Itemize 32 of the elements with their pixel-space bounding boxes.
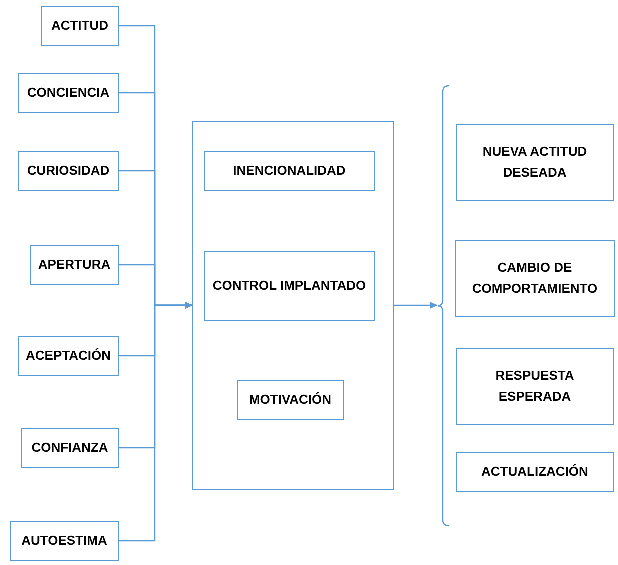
- concept-box: [10, 521, 119, 561]
- box-label: ACTITUD: [50, 16, 110, 35]
- concept-box: [41, 6, 119, 46]
- concept-box: [30, 245, 119, 285]
- box-label: RESPUESTA ESPERADA: [494, 367, 576, 406]
- box-label: APERTURA: [37, 256, 112, 274]
- box-label: CONTROL IMPLANTADO: [212, 276, 368, 295]
- frame-box: [192, 121, 394, 490]
- box-label: NUEVA ACTITUD DESEADA: [482, 143, 588, 182]
- box-label: ACTUALIZACIÓN: [480, 462, 590, 481]
- connector-arrow: [119, 302, 193, 542]
- concept-box: [456, 348, 614, 425]
- concept-box: [455, 240, 615, 317]
- concept-box: [204, 251, 375, 321]
- concept-box: [18, 151, 119, 191]
- concept-box: [21, 428, 119, 468]
- concept-box: [456, 124, 614, 201]
- box-label: CONCIENCIA: [26, 84, 111, 102]
- concept-box: [237, 380, 344, 420]
- concept-box: [18, 73, 119, 113]
- connector-arrow: [394, 302, 438, 309]
- box-label: CONFIANZA: [30, 438, 110, 457]
- concept-box: [204, 151, 375, 191]
- box-label: CURIOSIDAD: [26, 162, 111, 180]
- box-label: AUTOESTIMA: [20, 532, 108, 550]
- box-label: INENCIONALIDAD: [232, 162, 347, 180]
- box-label: ACEPTACIÓN: [25, 346, 112, 365]
- box-label: MOTIVACIÓN: [248, 390, 333, 409]
- box-label: CAMBIO DE COMPORTAMIENTO: [471, 259, 599, 298]
- curly-bracket: [437, 85, 449, 527]
- concept-box: [18, 336, 119, 376]
- concept-box: [456, 452, 614, 492]
